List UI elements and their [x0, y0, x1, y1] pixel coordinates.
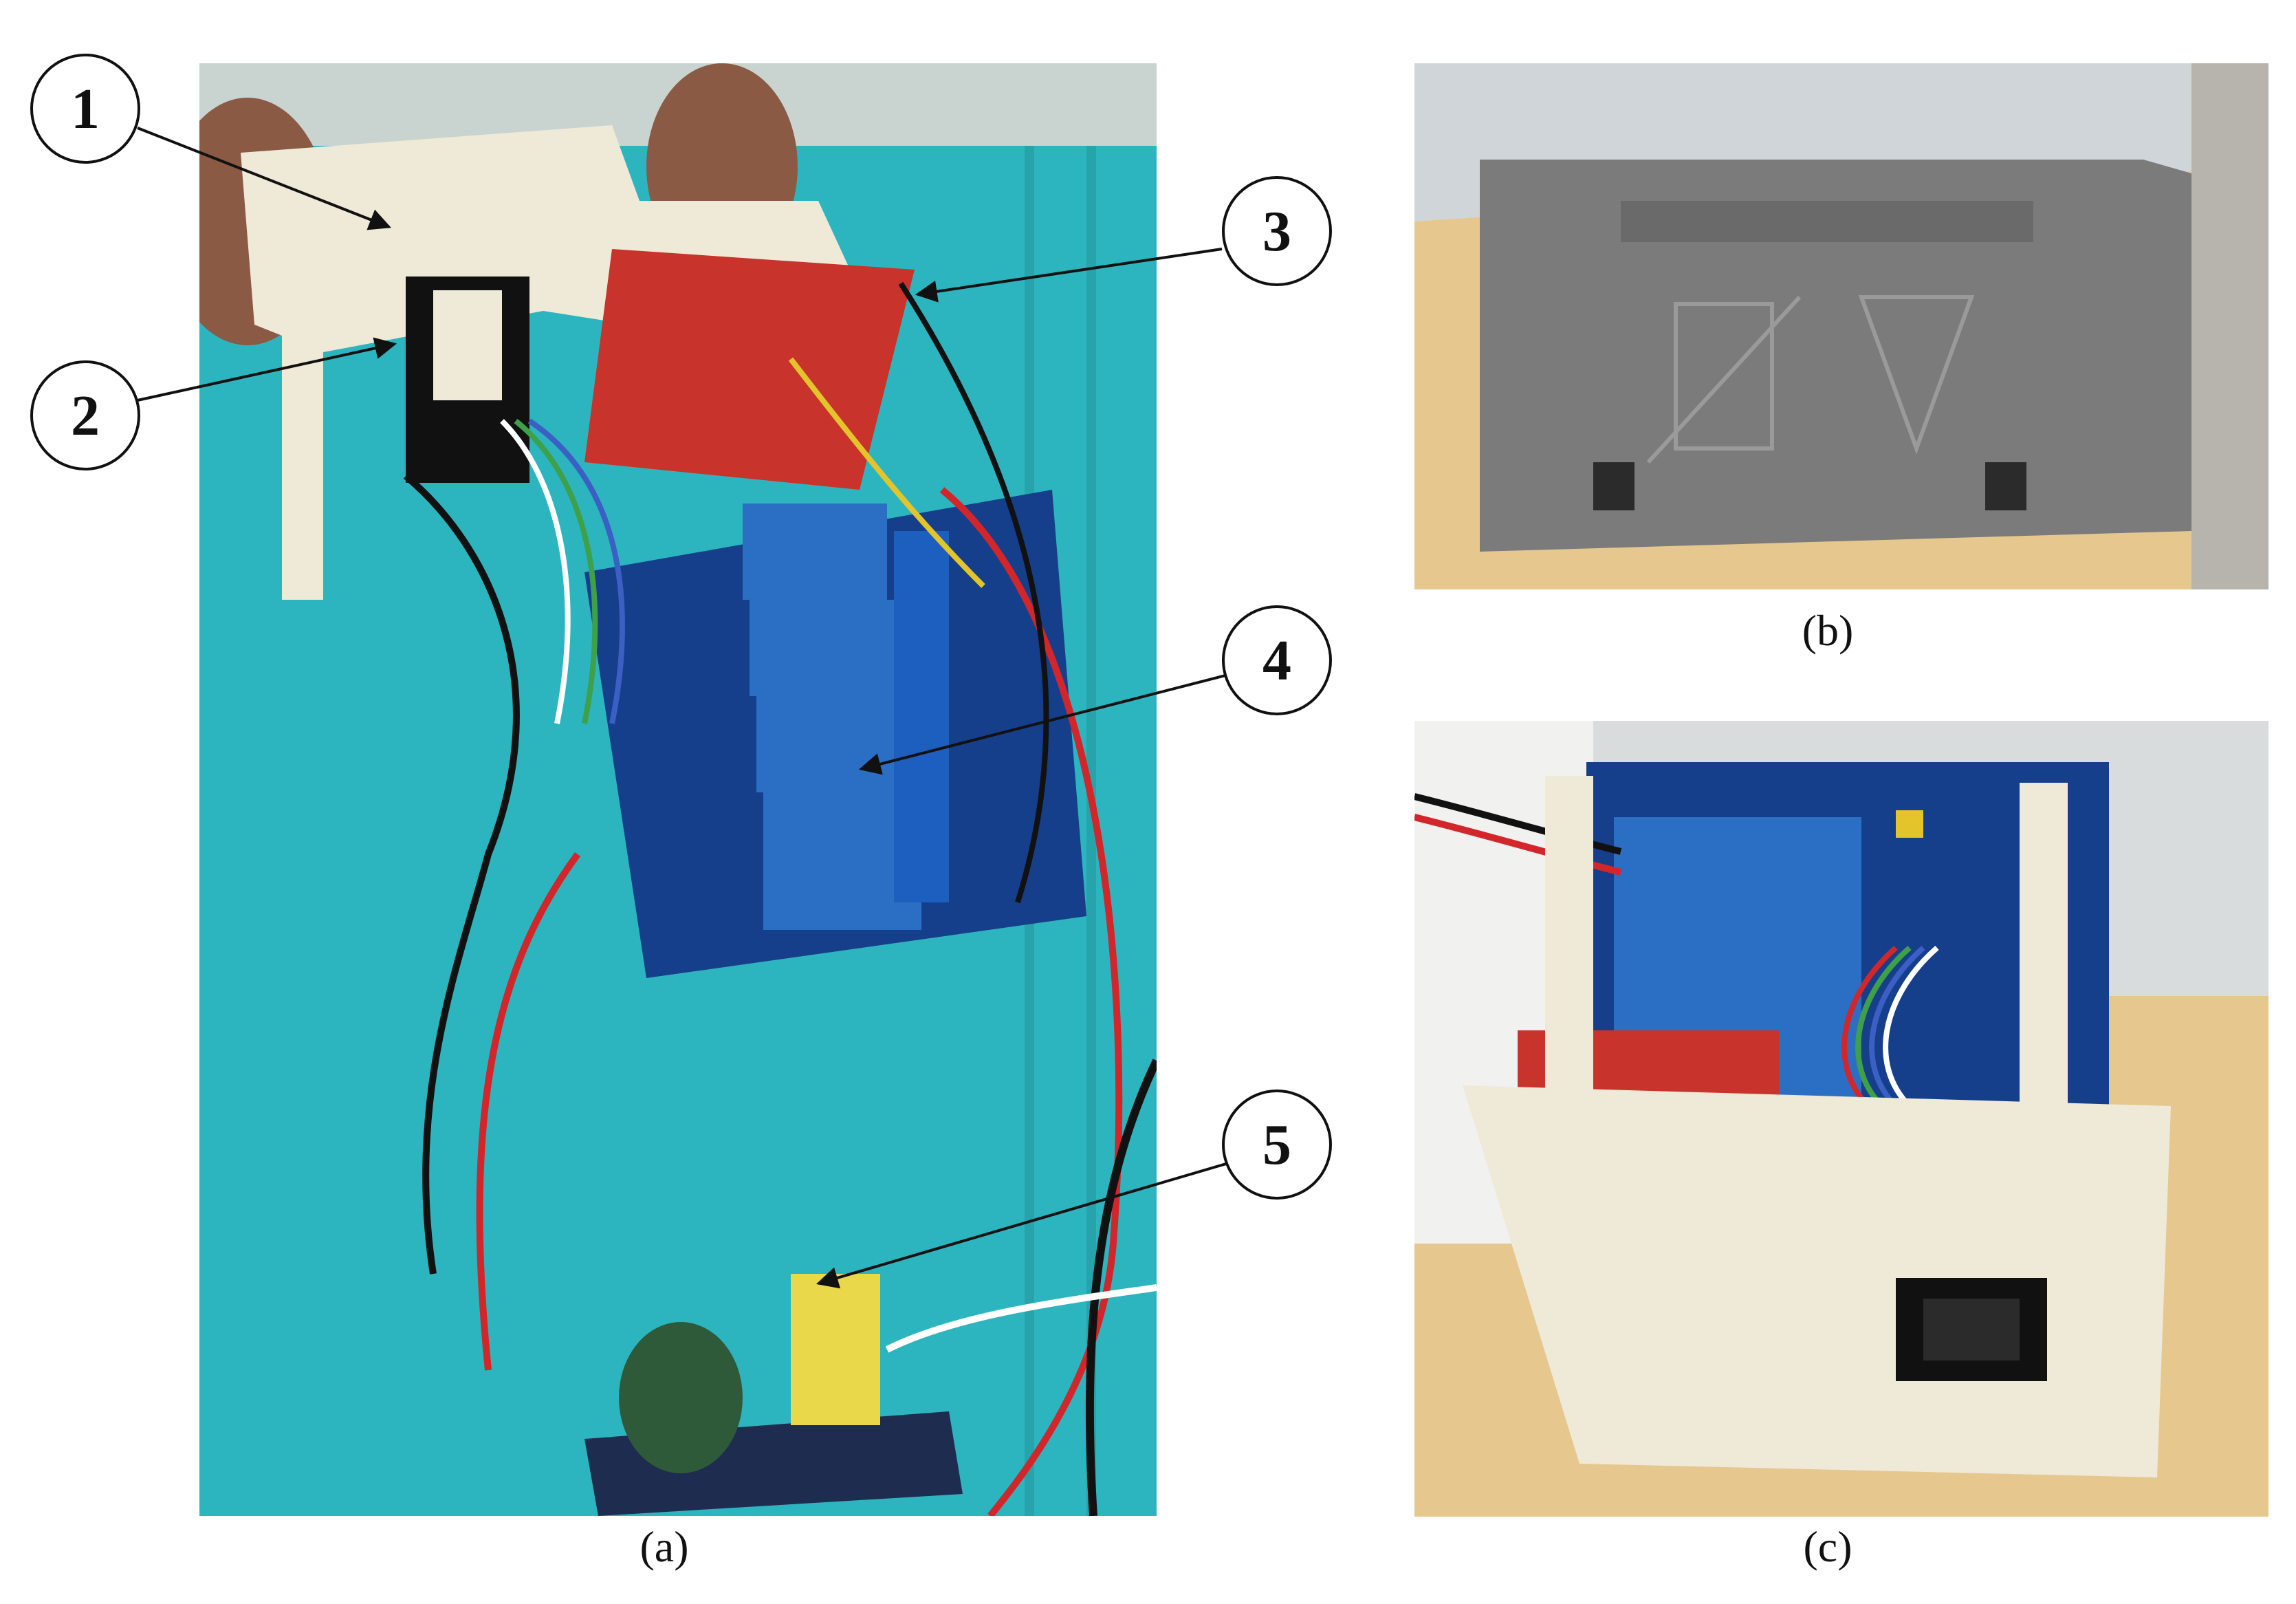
callout-2: 2	[30, 360, 140, 470]
photo-panel-a	[199, 63, 1157, 1516]
slot-left	[1593, 462, 1634, 510]
shock-warning-icon	[1858, 295, 1975, 455]
panel-caption-a: (a)	[639, 1522, 689, 1571]
photo-panel-c	[1414, 721, 2268, 1517]
enclosure-photo	[1414, 721, 2268, 1517]
photo-panel-b	[1414, 63, 2268, 589]
panel-caption-b: (b)	[1802, 606, 1854, 655]
relay-module	[743, 503, 887, 600]
red-wire	[476, 852, 581, 1371]
callout-4: 4	[1222, 605, 1332, 715]
panel-caption-c: (c)	[1803, 1522, 1852, 1571]
capacitor	[619, 1322, 743, 1473]
enclosure-front-face	[1463, 1085, 2171, 1477]
wiring-photo	[199, 63, 1157, 1516]
black-wire	[403, 473, 520, 1275]
callout-1: 1	[30, 54, 140, 164]
jumper	[1896, 810, 1923, 838]
slot-right	[1985, 462, 2026, 510]
callout-3: 3	[1222, 176, 1332, 286]
no-touch-icon	[1674, 302, 1774, 451]
protoboard	[584, 249, 915, 490]
transformer	[791, 1274, 880, 1425]
terminal-blocks	[894, 531, 949, 902]
callout-5: 5	[1222, 1090, 1332, 1200]
gray-part-photo	[1414, 63, 2268, 589]
